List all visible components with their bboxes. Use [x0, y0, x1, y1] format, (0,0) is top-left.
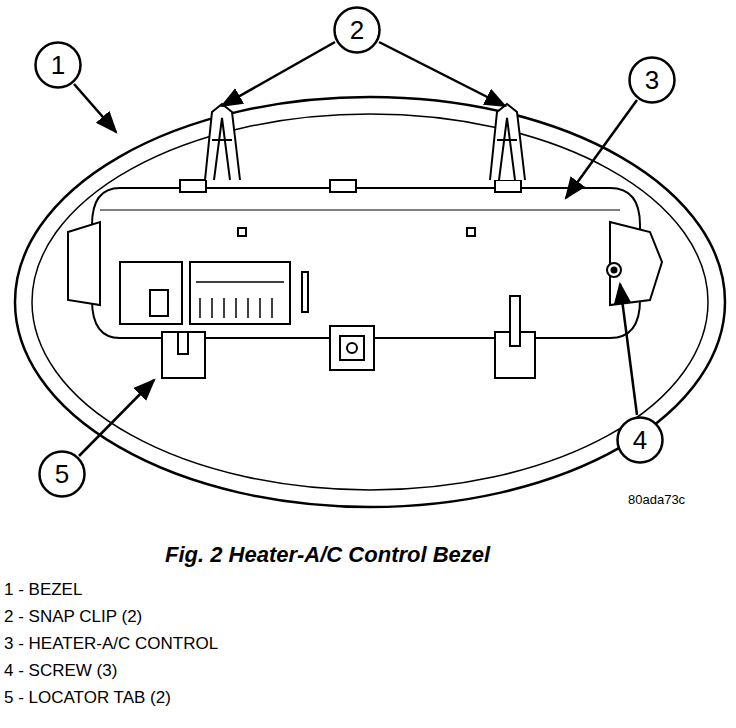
connector-block — [120, 262, 182, 324]
locator-slot — [178, 332, 188, 354]
callout-number: 5 — [38, 450, 86, 498]
leader-line — [620, 284, 637, 415]
control-body — [92, 188, 640, 338]
figure-caption: Fig. 2 Heater-A/C Control Bezel — [165, 542, 490, 568]
top-tab — [180, 180, 206, 192]
top-tab — [330, 180, 356, 192]
callout-number: 2 — [333, 6, 381, 54]
slot — [302, 272, 308, 312]
screw-head — [347, 343, 357, 353]
snap-clip — [490, 104, 525, 180]
leader-line — [79, 380, 154, 456]
hole — [467, 228, 475, 236]
connector-pins — [196, 282, 284, 318]
legend-item: 4 - SCREW (3) — [4, 661, 117, 681]
bezel-outer — [15, 97, 725, 507]
left-bracket — [68, 222, 100, 305]
callout-circle: 3 — [628, 56, 676, 104]
leader-line — [222, 42, 335, 106]
screw-center — [612, 268, 617, 273]
locator-slot — [510, 296, 520, 346]
leader-line — [379, 42, 505, 106]
snap-clip — [205, 104, 240, 180]
bezel-inner — [32, 114, 708, 490]
legend-item: 5 - LOCATOR TAB (2) — [4, 688, 171, 708]
hole — [238, 228, 246, 236]
legend-item: 1 - BEZEL — [4, 580, 82, 600]
callout-number: 4 — [616, 416, 664, 464]
callout-circle: 1 — [34, 41, 82, 89]
screw — [607, 263, 621, 277]
callout-number: 1 — [34, 41, 82, 89]
figure-code: 80ada73c — [628, 492, 685, 507]
connector-harness — [190, 262, 290, 324]
leader-line — [74, 84, 116, 132]
callout-circle: 2 — [333, 6, 381, 54]
legend-item: 2 - SNAP CLIP (2) — [4, 607, 142, 627]
callout-number: 3 — [628, 56, 676, 104]
locator-tab — [162, 332, 205, 378]
screw-boss-inner — [340, 336, 364, 360]
callout-circle: 4 — [616, 416, 664, 464]
leader-line — [566, 100, 637, 198]
control-edge — [100, 210, 620, 211]
top-tab — [495, 180, 521, 192]
connector-slot — [150, 290, 168, 316]
callout-circle: 5 — [38, 450, 86, 498]
screw-boss — [330, 326, 374, 370]
legend-item: 3 - HEATER-A/C CONTROL — [4, 634, 218, 654]
